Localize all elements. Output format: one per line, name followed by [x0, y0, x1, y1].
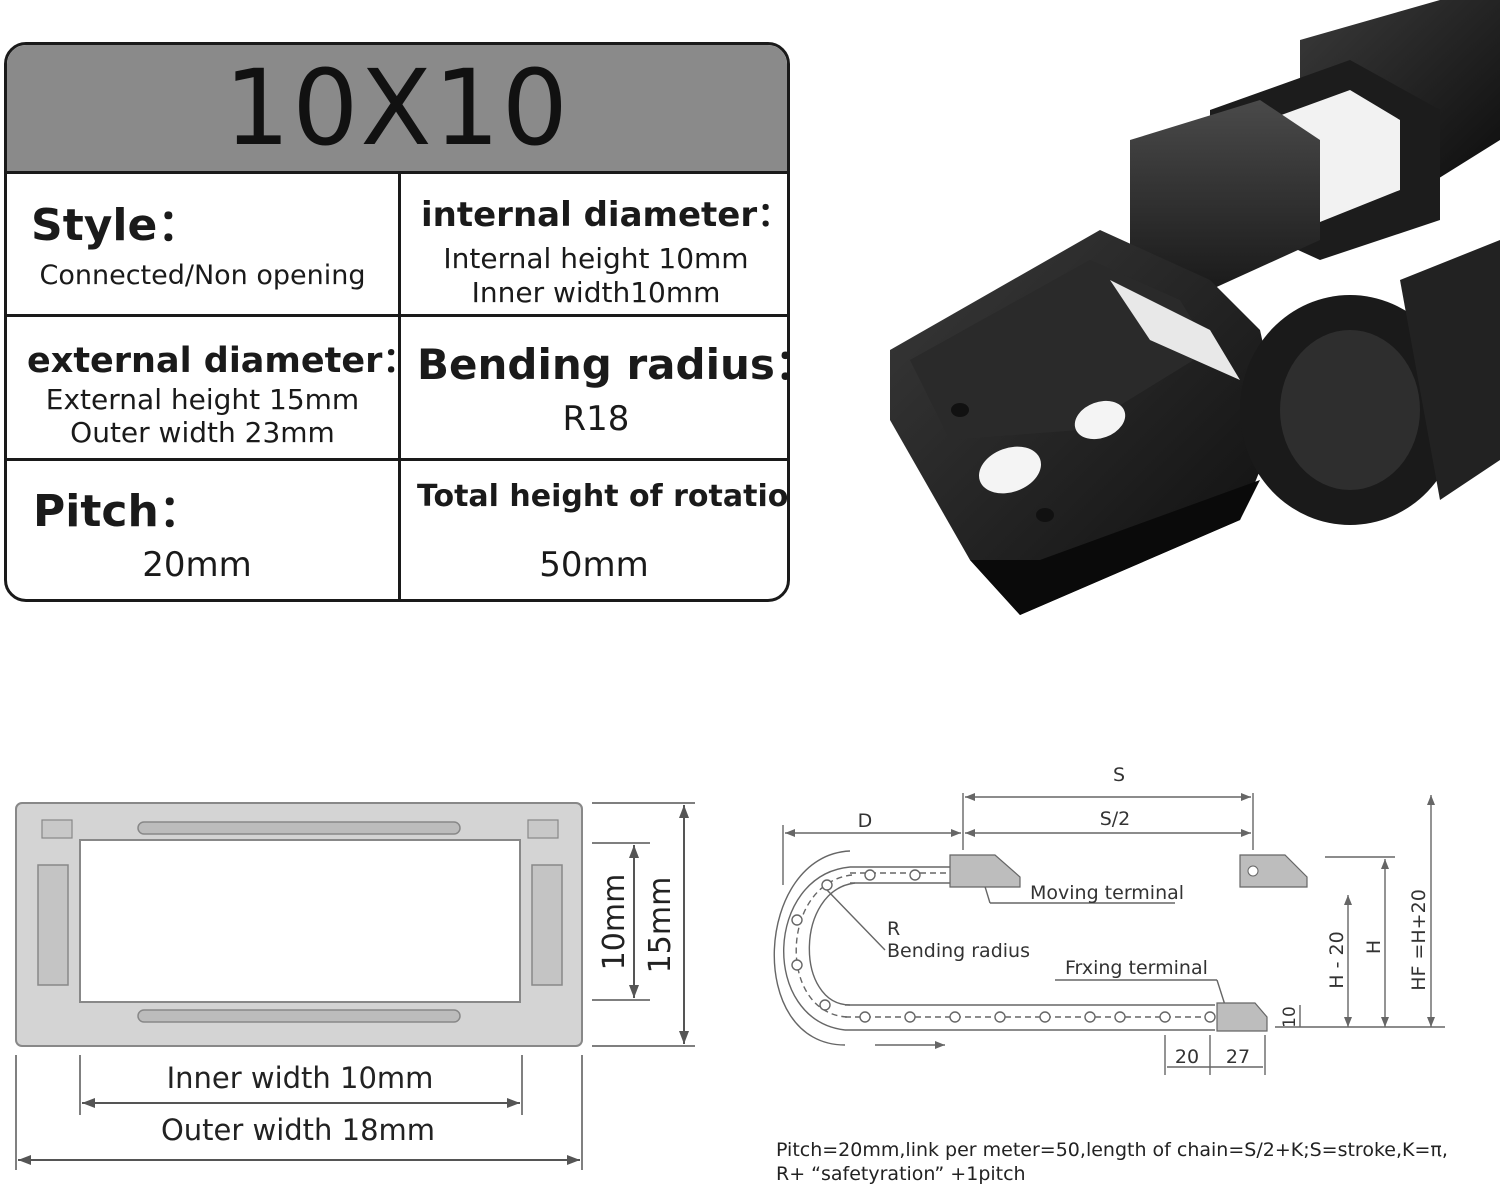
cable-chain-photo — [890, 0, 1500, 615]
table-divider — [7, 458, 787, 461]
inner-width-dim: Inner width 10mm — [167, 1061, 434, 1095]
table-divider — [7, 314, 787, 317]
twenty-label: 20 — [1175, 1046, 1199, 1068]
external-diameter-label: external diameter： — [27, 341, 418, 381]
outer-width-dim: Outer width 18mm — [161, 1113, 435, 1147]
spec-header: 10X10 — [7, 45, 787, 174]
moving-terminal-label: Moving terminal — [1030, 882, 1184, 904]
external-height-value: External height 15mm — [45, 383, 360, 416]
s-label: S — [1113, 764, 1125, 786]
style-value: Connected/Non opening — [39, 260, 366, 291]
table-divider — [398, 171, 401, 599]
h-minus-label: H - 20 — [1326, 931, 1348, 988]
inner-width-value: Inner width10mm — [471, 276, 721, 309]
bending-radius-text: Bending radius — [887, 940, 1030, 962]
r-label: R — [887, 918, 900, 940]
internal-height-value: Internal height 10mm — [443, 242, 749, 275]
bending-radius-label: Bending radius： — [417, 340, 790, 389]
inner-height-dim: 10mm — [597, 874, 632, 971]
pitch-value: 20mm — [142, 545, 252, 585]
cross-section-diagram: 10mm 15mm Inner width 10mm Outer width 1… — [15, 802, 695, 1170]
outer-width-value: Outer width 23mm — [70, 416, 335, 449]
d-label: D — [858, 810, 873, 832]
pitch-label: Pitch： — [33, 486, 203, 537]
hf-label: HF =H+20 — [1408, 889, 1430, 991]
rotation-height-label: Total height of rotation: — [417, 479, 790, 514]
caption-line-1: Pitch=20mm,link per meter=50,length of c… — [776, 1139, 1448, 1161]
outer-height-dim: 15mm — [643, 877, 678, 974]
formula-caption: Pitch=20mm,link per meter=50,length of c… — [776, 1138, 1476, 1186]
rotation-height-value: 50mm — [539, 545, 649, 585]
ten-label: 10 — [1280, 1006, 1300, 1028]
twenty-seven-label: 27 — [1226, 1046, 1250, 1068]
chain-layout-diagram: S S/2 D Moving terminal R Bending radius… — [773, 764, 1445, 1075]
style-label: Style： — [31, 200, 202, 251]
h-label: H — [1363, 940, 1385, 954]
spec-title: 10X10 — [224, 47, 570, 169]
caption-line-2: R+ “safetyration” +1pitch — [776, 1163, 1026, 1185]
s-half-label: S/2 — [1100, 808, 1131, 830]
spec-table: 10X10 Style： Connected/Non opening inter… — [4, 42, 790, 602]
bending-radius-value: R18 — [562, 399, 630, 439]
fixing-terminal-label: Frxing terminal — [1065, 957, 1208, 979]
internal-diameter-label: internal diameter： — [421, 195, 790, 235]
